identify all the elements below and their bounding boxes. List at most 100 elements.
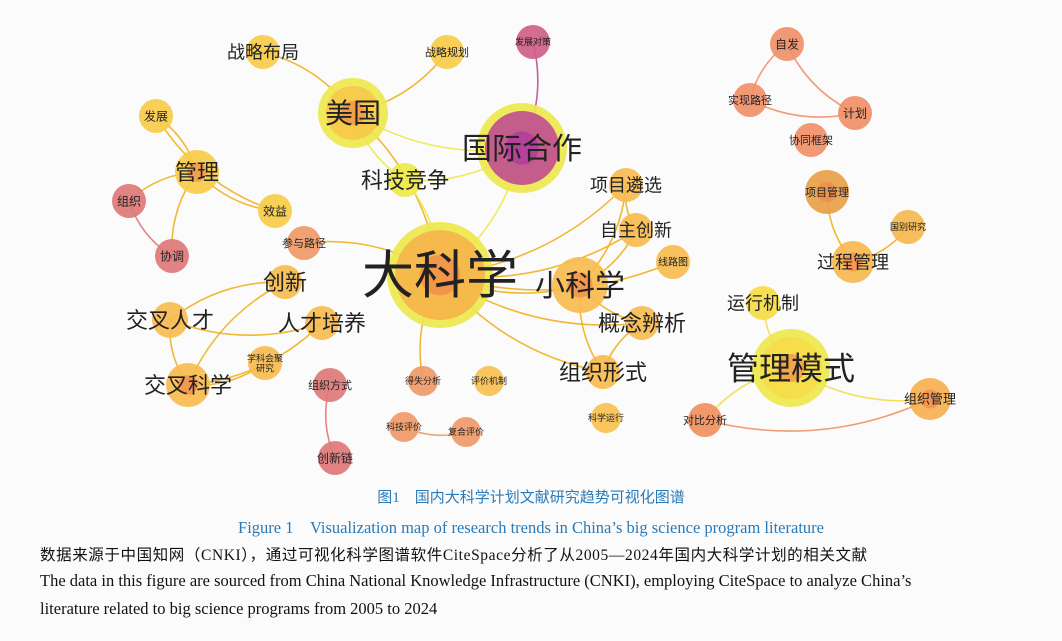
keyword-node[interactable]: 实现路径: [728, 83, 772, 117]
keyword-node[interactable]: 协调: [155, 239, 189, 273]
node-core: [817, 182, 837, 202]
node-label: 战略布局: [227, 42, 299, 63]
node-label: 创新: [263, 271, 307, 296]
node-circle: [838, 96, 872, 130]
node-label: 管理: [175, 161, 219, 186]
node-circle: [313, 368, 347, 402]
node-label: 创新链: [317, 450, 353, 465]
node-circle: [609, 168, 643, 202]
keyword-node[interactable]: 美国: [318, 78, 388, 148]
node-label: 发展对策: [515, 36, 551, 48]
keyword-node[interactable]: 科技评价: [386, 412, 422, 442]
node-core: [567, 272, 593, 298]
node-label: 科技评价: [386, 421, 422, 433]
node-label: 评价机制: [471, 375, 507, 387]
node-label: 过程管理: [817, 252, 889, 273]
keyword-node[interactable]: 科技竞争: [361, 163, 449, 197]
node-circle: [155, 239, 189, 273]
keyword-node[interactable]: 复合评价: [448, 417, 484, 447]
keyword-node[interactable]: 效益: [258, 194, 292, 228]
node-label: 管理模式: [727, 350, 855, 388]
node-label: 自主创新: [600, 220, 672, 241]
node-core: [340, 100, 366, 126]
keyword-node[interactable]: 项目遴选: [590, 168, 662, 202]
keyword-node[interactable]: 交叉人才: [126, 302, 214, 338]
keyword-node[interactable]: 组织管理: [904, 378, 956, 420]
keyword-node[interactable]: 学科会聚研究: [247, 346, 283, 380]
node-core: [419, 254, 461, 296]
keyword-node[interactable]: 战略规划: [425, 35, 469, 69]
keyword-node[interactable]: 发展对策: [515, 25, 551, 59]
node-label: 协同框架: [789, 133, 833, 147]
keyword-node[interactable]: 计划: [838, 96, 872, 130]
node-label: 效益: [263, 203, 287, 218]
keyword-node[interactable]: 线路图: [656, 245, 690, 279]
node-label: 组织形式: [559, 361, 647, 386]
keyword-node[interactable]: 交叉科学: [144, 363, 232, 407]
keyword-node[interactable]: 管理: [175, 150, 219, 194]
edge-dbfx-zzgl: [704, 398, 931, 432]
keyword-node[interactable]: 发展: [139, 99, 173, 133]
node-circle: [246, 35, 280, 69]
node-label: 科学运行: [588, 412, 624, 424]
keyword-node[interactable]: 自主创新: [600, 213, 672, 247]
keyword-node[interactable]: 项目管理: [805, 170, 849, 214]
keyword-node[interactable]: 组织形式: [559, 355, 647, 389]
keyword-node[interactable]: 人才培养: [278, 306, 366, 340]
node-label: 美国: [325, 97, 381, 130]
keyword-node[interactable]: 创新: [263, 265, 307, 299]
keyword-node[interactable]: 国际合作: [462, 103, 582, 193]
node-circle: [516, 25, 550, 59]
keyword-node[interactable]: 参与路径: [282, 226, 326, 260]
node-circle: [430, 35, 464, 69]
keyword-node[interactable]: 小科学: [535, 257, 625, 313]
note-cn: 数据来源于中国知网（CNKI），通过可视化科学图谱软件CiteSpace分析了从…: [40, 547, 868, 564]
keyword-node[interactable]: 科学运行: [588, 403, 624, 433]
node-circle: [794, 123, 828, 157]
node-circle: [625, 306, 659, 340]
node-label: 国际合作: [462, 132, 582, 167]
node-label: 参与路径: [282, 236, 326, 250]
keyword-node[interactable]: 国别研究: [890, 210, 926, 244]
node-label: 运行机制: [727, 293, 799, 314]
node-circle: [305, 306, 339, 340]
keyword-node[interactable]: 管理模式: [727, 329, 855, 407]
node-circle: [388, 163, 422, 197]
node-label: 学科会聚研究: [247, 352, 283, 374]
node-label: 国别研究: [890, 221, 926, 233]
node-label: 实现路径: [728, 93, 772, 107]
keyword-node[interactable]: 组织: [112, 184, 146, 218]
node-label: 交叉人才: [126, 309, 214, 334]
keyword-node[interactable]: 协同框架: [789, 123, 833, 157]
node-circle: [139, 99, 173, 133]
node-circle: [268, 265, 302, 299]
keyword-node[interactable]: 自发: [770, 27, 804, 61]
node-label: 发展: [144, 108, 168, 123]
node-label: 人才培养: [278, 312, 366, 337]
keyword-node[interactable]: 过程管理: [817, 241, 889, 283]
edge-jcrc-rcpy: [169, 319, 323, 337]
node-circle: [746, 286, 780, 320]
node-label: 小科学: [535, 269, 625, 304]
node-circle: [152, 302, 188, 338]
figure-caption-en: Figure 1 Visualization map of research t…: [238, 518, 824, 537]
keyword-node[interactable]: 对比分析: [683, 403, 727, 437]
node-core: [187, 162, 207, 182]
node-core: [843, 252, 863, 272]
node-label: 自发: [775, 36, 799, 51]
keyword-node[interactable]: 概念辨析: [598, 306, 686, 340]
node-label: 对比分析: [683, 413, 727, 427]
keyword-node[interactable]: 大科学: [362, 222, 518, 328]
keyword-node[interactable]: 评价机制: [471, 366, 507, 396]
node-core: [505, 131, 539, 165]
keyword-node[interactable]: 创新链: [317, 441, 353, 475]
node-label: 大科学: [362, 247, 518, 307]
node-label: 计划: [843, 106, 867, 120]
node-circle: [112, 184, 146, 218]
keyword-node[interactable]: 战略布局: [227, 35, 299, 69]
node-circle: [770, 27, 804, 61]
node-core: [178, 375, 198, 395]
keyword-node[interactable]: 运行机制: [727, 286, 799, 320]
keyword-node[interactable]: 得失分析: [405, 366, 441, 396]
keyword-node[interactable]: 组织方式: [308, 368, 352, 402]
